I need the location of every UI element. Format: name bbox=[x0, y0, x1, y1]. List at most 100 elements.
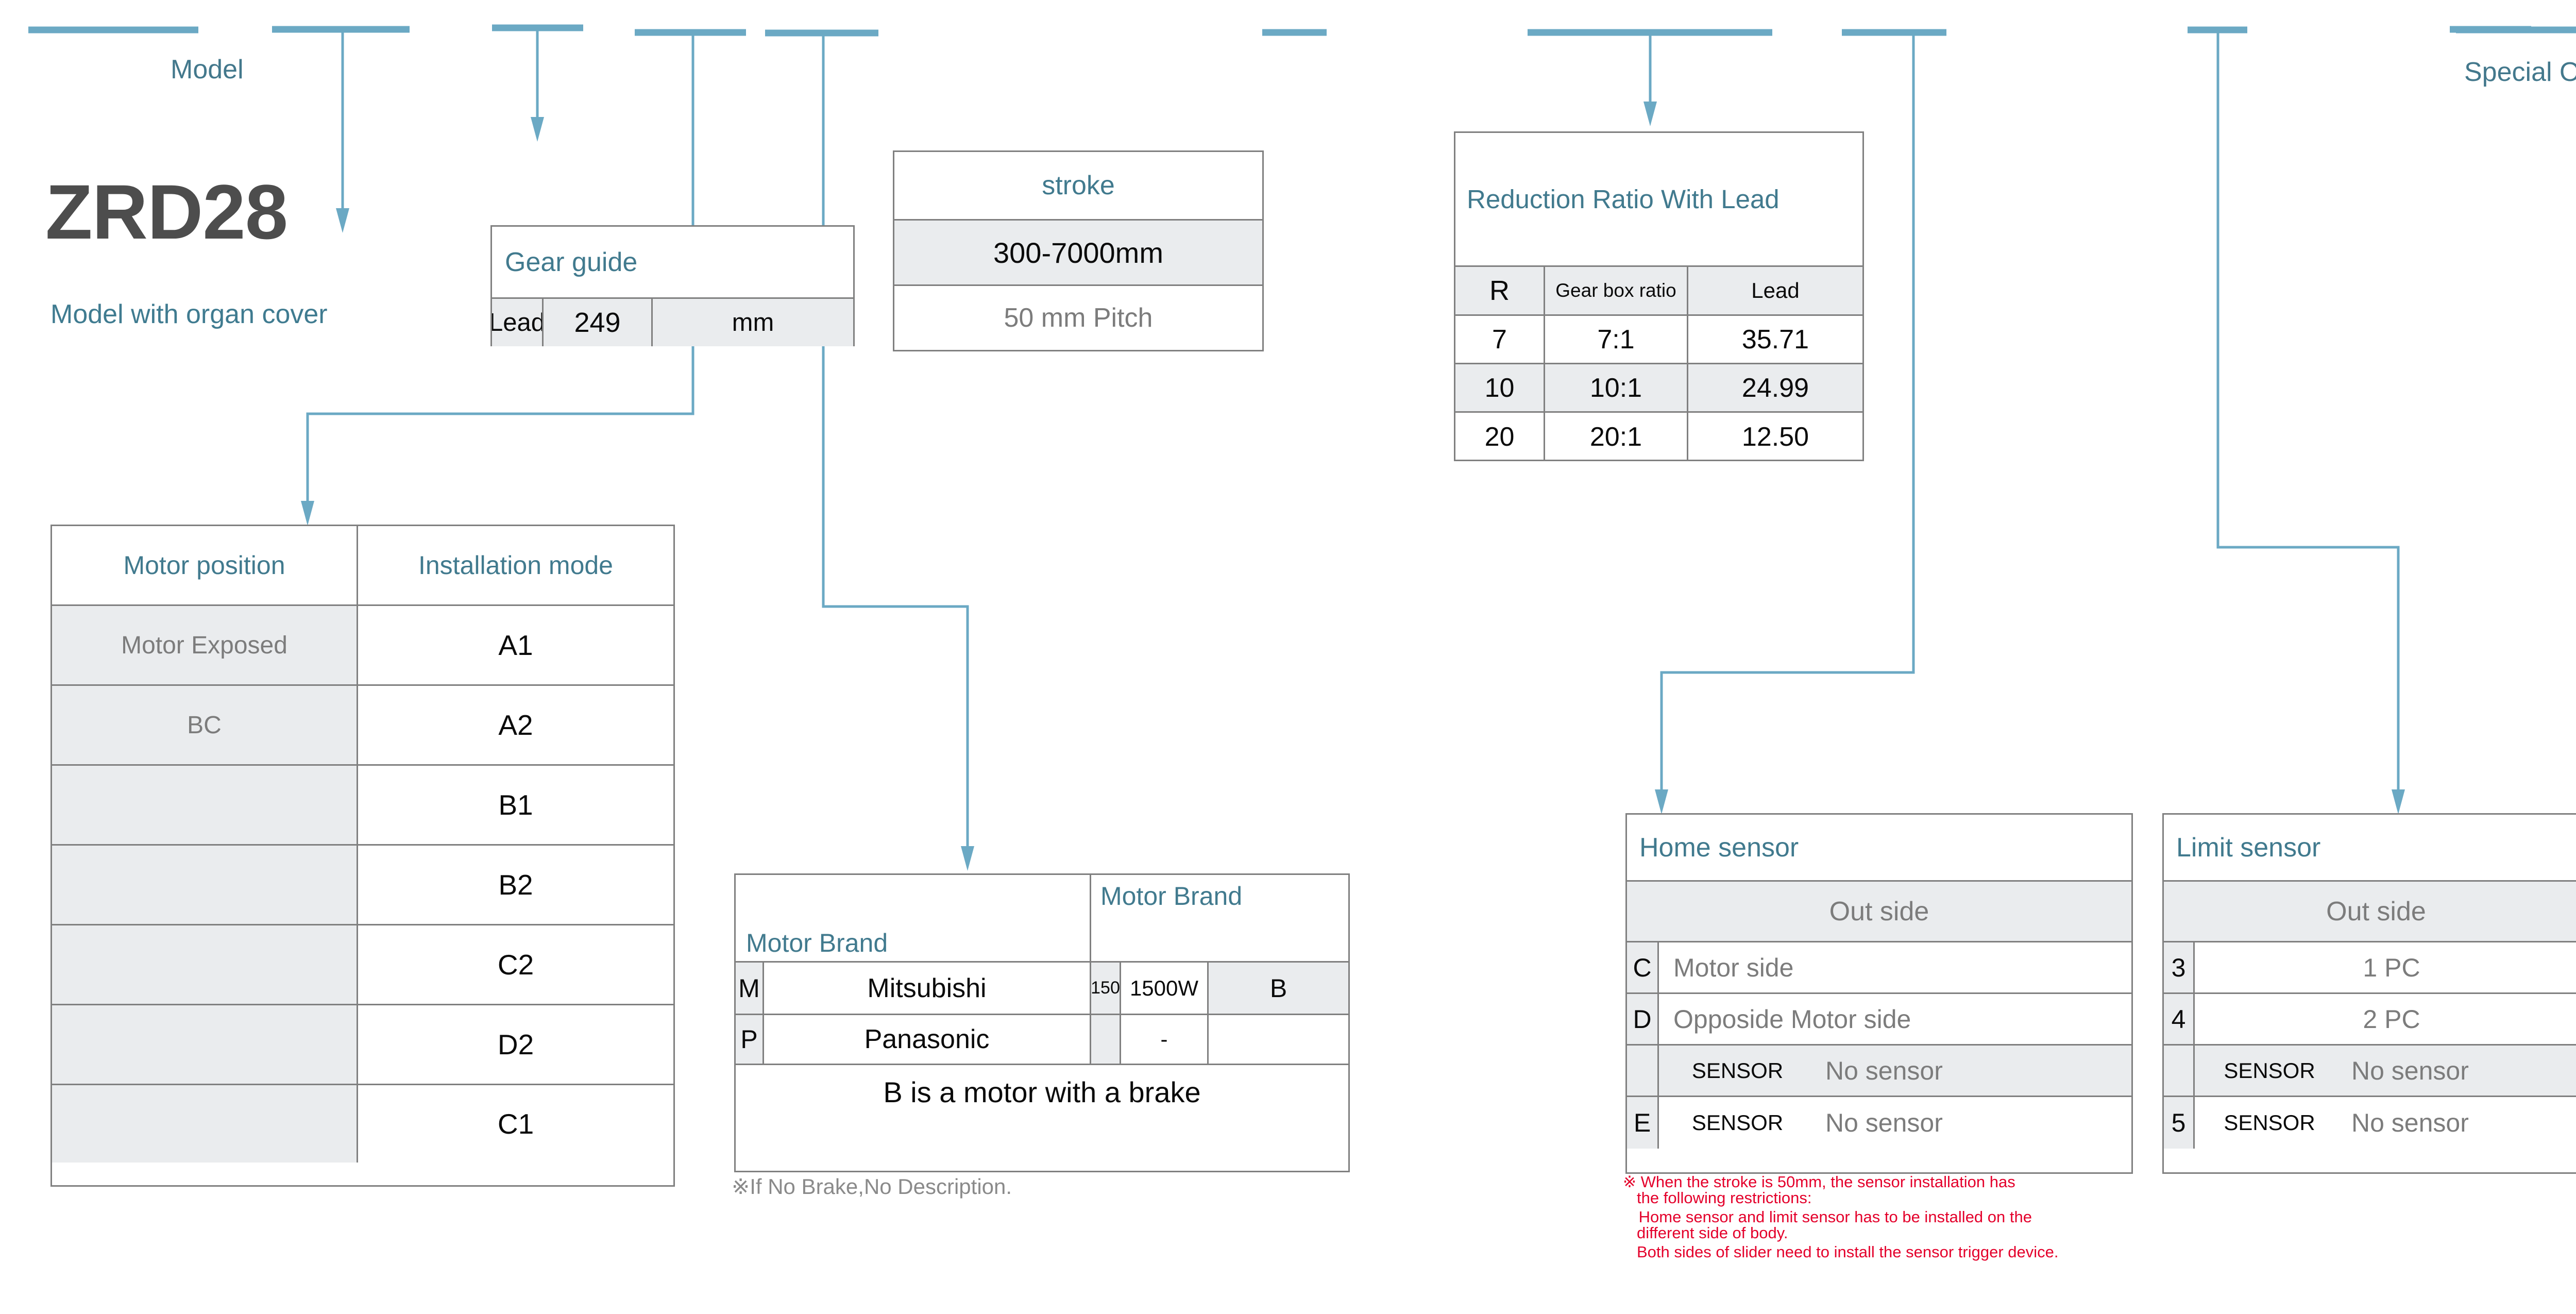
reduction-title: Reduction Ratio With Lead bbox=[1467, 184, 1780, 214]
motor-brand-name-0: Mitsubishi bbox=[764, 963, 1091, 1014]
motor-position-value-6 bbox=[52, 1085, 358, 1163]
limit-sensor-table: Limit sensor Out side 3 1 PC 4 2 PC SENS… bbox=[2162, 813, 2576, 1174]
installation-mode-3: B2 bbox=[498, 869, 533, 901]
sensor-warning-line-3: Home sensor and limit sensor has to be i… bbox=[1634, 1208, 2032, 1226]
stroke-range[interactable]: 300-7000mm bbox=[894, 221, 1262, 284]
table-row: C1 bbox=[52, 1085, 673, 1163]
model-code: ZRD28 bbox=[45, 169, 288, 255]
sensor-warning-line-1: ※ When the stroke is 50mm, the sensor in… bbox=[1623, 1173, 2015, 1191]
gear-guide-lead-unit: mm bbox=[653, 299, 853, 346]
motor-watt-code-0: 150 bbox=[1091, 963, 1121, 1014]
table-row: D2 bbox=[52, 1005, 673, 1085]
motor-position-col2-title: Installation mode bbox=[418, 551, 613, 580]
motor-watt-0: 1500W bbox=[1121, 963, 1209, 1014]
special-order-label: Special Order No. bbox=[2464, 57, 2576, 87]
motor-watt-1: - bbox=[1121, 1015, 1209, 1064]
model-label: Model bbox=[171, 55, 244, 85]
motor-position-value-0: Motor Exposed bbox=[52, 606, 358, 684]
gear-guide-lead-value[interactable]: 249 bbox=[544, 299, 653, 346]
installation-mode-0: A1 bbox=[498, 629, 533, 661]
home-sensor-title: Home sensor bbox=[1639, 832, 1799, 863]
home-sensor-code-1: D bbox=[1627, 994, 1659, 1044]
limit-sensor-sensor-label-3: SENSOR bbox=[2224, 1110, 2315, 1135]
motor-brake-note: ※If No Brake,No Description. bbox=[732, 1174, 1012, 1199]
table-row: C Motor side bbox=[1627, 942, 2131, 994]
gear-guide-lead-label: Lead bbox=[492, 299, 544, 346]
reduction-ratio-0: 7:1 bbox=[1545, 316, 1688, 363]
motor-brand-title-left: Motor Brand bbox=[736, 875, 1091, 961]
table-row: C2 bbox=[52, 925, 673, 1005]
stroke-pitch: 50 mm Pitch bbox=[1004, 303, 1153, 333]
limit-sensor-sensor-value-2: No sensor bbox=[2344, 1046, 2576, 1096]
home-sensor-desc-1: Opposide Motor side bbox=[1673, 1004, 1911, 1034]
limit-sensor-title: Limit sensor bbox=[2176, 832, 2321, 863]
motor-brake-code-1 bbox=[1209, 1015, 1348, 1064]
table-row: D Opposide Motor side bbox=[1627, 994, 2131, 1046]
reduction-r-2: 20 bbox=[1455, 413, 1545, 461]
limit-sensor-subtitle: Out side bbox=[2164, 882, 2576, 941]
installation-mode-4: C2 bbox=[497, 949, 534, 981]
table-row: P Panasonic - bbox=[736, 1015, 1348, 1065]
reduction-r-0: 7 bbox=[1455, 316, 1545, 363]
table-row: B2 bbox=[52, 846, 673, 925]
reduction-r-1: 10 bbox=[1455, 364, 1545, 411]
home-sensor-sensor-label-2: SENSOR bbox=[1659, 1046, 1816, 1096]
motor-brand-title-right: Motor Brand bbox=[1100, 882, 1243, 911]
stroke-table: stroke 300-7000mm 50 mm Pitch bbox=[893, 150, 1264, 351]
sensor-warning-line-5: Both sides of slider need to install the… bbox=[1637, 1243, 2059, 1261]
motor-brand-table: Motor Brand Motor Brand M Mitsubishi 150… bbox=[734, 873, 1350, 1172]
home-sensor-sensor-value-2: No sensor bbox=[1816, 1046, 2131, 1096]
table-row: E SENSOR No sensor bbox=[1627, 1097, 2131, 1149]
motor-position-value-5 bbox=[52, 1005, 358, 1084]
model-subtitle: Model with organ cover bbox=[50, 299, 328, 329]
limit-sensor-sensor-label-2: SENSOR bbox=[2195, 1046, 2344, 1096]
installation-mode-2: B1 bbox=[498, 789, 533, 821]
stroke-title: stroke bbox=[1042, 171, 1115, 200]
table-row: SENSOR No sensor bbox=[1627, 1046, 2131, 1097]
wire-home-arrow bbox=[1655, 789, 1668, 814]
motor-watt-code-1 bbox=[1091, 1015, 1121, 1064]
reduction-ratio-table: Reduction Ratio With Lead R Gear box rat… bbox=[1454, 131, 1864, 461]
motor-brand-footer: B is a motor with a brake bbox=[883, 1076, 1201, 1108]
motor-brake-code-0: B bbox=[1209, 963, 1348, 1014]
reduction-lead-1: 24.99 bbox=[1688, 364, 1862, 411]
motor-position-value-1: BC bbox=[52, 686, 358, 764]
installation-mode-6: C1 bbox=[497, 1108, 534, 1140]
table-row: 3 1 PC bbox=[2164, 942, 2576, 994]
wire-stroke-arrow bbox=[531, 117, 544, 142]
limit-sensor-code-3: 5 bbox=[2164, 1097, 2195, 1149]
gear-guide-title: Gear guide bbox=[505, 247, 638, 277]
table-row: SENSOR No sensor bbox=[2164, 1046, 2576, 1097]
motor-position-value-4 bbox=[52, 925, 358, 1004]
wire-limit-path bbox=[2216, 30, 2400, 804]
installation-mode-1: A2 bbox=[498, 709, 533, 741]
motor-position-col1-title: Motor position bbox=[52, 526, 358, 604]
home-sensor-code-0: C bbox=[1627, 942, 1659, 992]
motor-position-value-2 bbox=[52, 766, 358, 844]
home-sensor-code-3: E bbox=[1627, 1097, 1659, 1149]
gear-guide-table: Gear guide Lead 249 mm bbox=[490, 225, 855, 346]
home-sensor-table: Home sensor Out side C Motor side D Oppo… bbox=[1625, 813, 2133, 1174]
installation-mode-5: D2 bbox=[497, 1029, 534, 1060]
limit-sensor-desc-0: 1 PC bbox=[2363, 953, 2420, 982]
wire-motorpos-arrow bbox=[301, 501, 314, 526]
motor-brand-code-0: M bbox=[736, 963, 764, 1014]
reduction-lead-0: 35.71 bbox=[1741, 324, 1809, 355]
sensor-warning-line-2: the following restrictions: bbox=[1637, 1189, 1812, 1207]
limit-sensor-code-1: 4 bbox=[2164, 994, 2195, 1044]
limit-sensor-code-0: 3 bbox=[2164, 942, 2195, 992]
home-sensor-subtitle: Out side bbox=[1627, 882, 2131, 941]
reduction-col-r: R bbox=[1455, 267, 1545, 314]
wire-gearguide-arrow bbox=[336, 208, 349, 233]
reduction-lead-2: 12.50 bbox=[1741, 422, 1809, 452]
motor-brand-code-1: P bbox=[736, 1015, 764, 1064]
table-row: Motor Exposed A1 bbox=[52, 606, 673, 686]
limit-sensor-code-2 bbox=[2164, 1046, 2195, 1096]
home-sensor-sensor-label-3: SENSOR bbox=[1691, 1110, 1784, 1135]
wire-reduction-arrow bbox=[1643, 102, 1657, 126]
motor-position-table: Motor position Installation mode Motor E… bbox=[50, 525, 675, 1187]
motor-position-value-3 bbox=[52, 846, 358, 924]
table-row: B1 bbox=[52, 766, 673, 846]
table-row: BC A2 bbox=[52, 686, 673, 766]
motor-brand-name-1: Panasonic bbox=[764, 1015, 1091, 1064]
